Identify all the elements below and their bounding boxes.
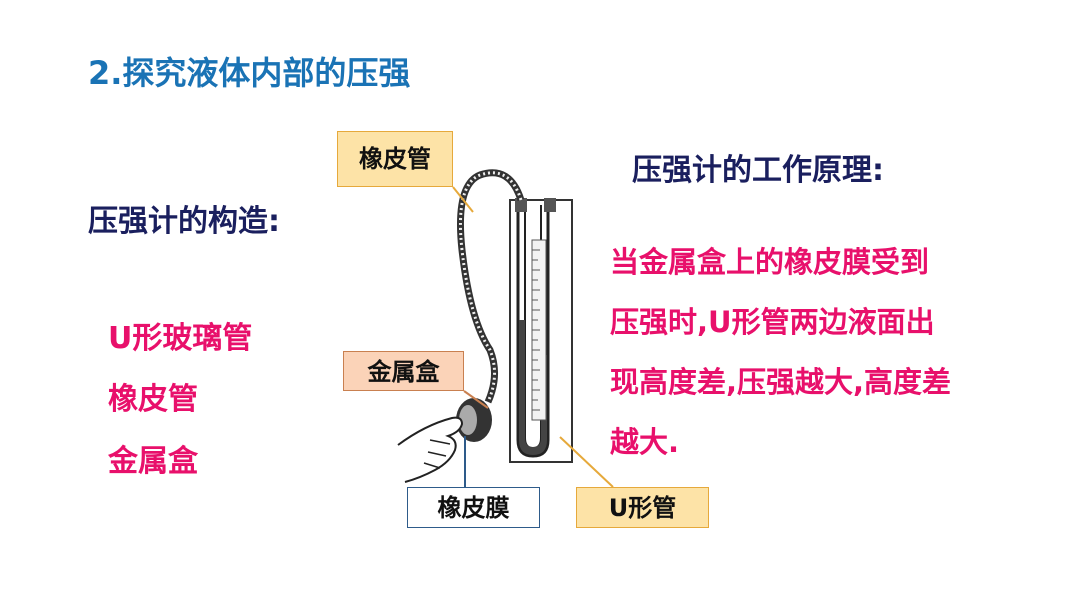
structure-item-hose: 橡皮管 <box>108 382 198 417</box>
leader-line-hose <box>452 186 474 213</box>
slide-title: 2.探究液体内部的压强 <box>88 54 411 92</box>
label-hose: 橡皮管 <box>337 131 453 187</box>
label-membrane: 橡皮膜 <box>407 487 540 528</box>
structure-heading: 压强计的构造: <box>88 204 280 239</box>
tube-cap-right <box>544 198 556 212</box>
rubber-membrane <box>459 405 477 435</box>
principle-line-1: 当金属盒上的橡皮膜受到 <box>610 245 930 279</box>
principle-line-2: 压强时,U形管两边液面出 <box>610 305 935 339</box>
structure-item-u-tube: U形玻璃管 <box>108 321 253 356</box>
principle-text: 当金属盒上的橡皮膜受到 压强时,U形管两边液面出 现高度差,压强越大,高度差 越… <box>610 232 1030 472</box>
hand-illustration <box>397 416 464 483</box>
principle-heading: 压强计的工作原理: <box>632 153 884 188</box>
structure-item-metal-box: 金属盒 <box>108 444 198 479</box>
tube-cap-left <box>515 198 527 212</box>
principle-line-4: 越大. <box>610 425 680 459</box>
leader-line-u-tube <box>559 436 614 488</box>
principle-line-3: 现高度差,压强越大,高度差 <box>610 365 952 399</box>
u-tube-outer <box>516 205 550 458</box>
leader-line-metal-box <box>463 390 489 409</box>
scale-ticks <box>532 249 540 411</box>
rubber-hose-texture <box>458 171 523 403</box>
label-metal-box: 金属盒 <box>343 351 464 391</box>
hand-finger-lines <box>423 439 451 469</box>
label-u-tube: U形管 <box>576 487 709 528</box>
